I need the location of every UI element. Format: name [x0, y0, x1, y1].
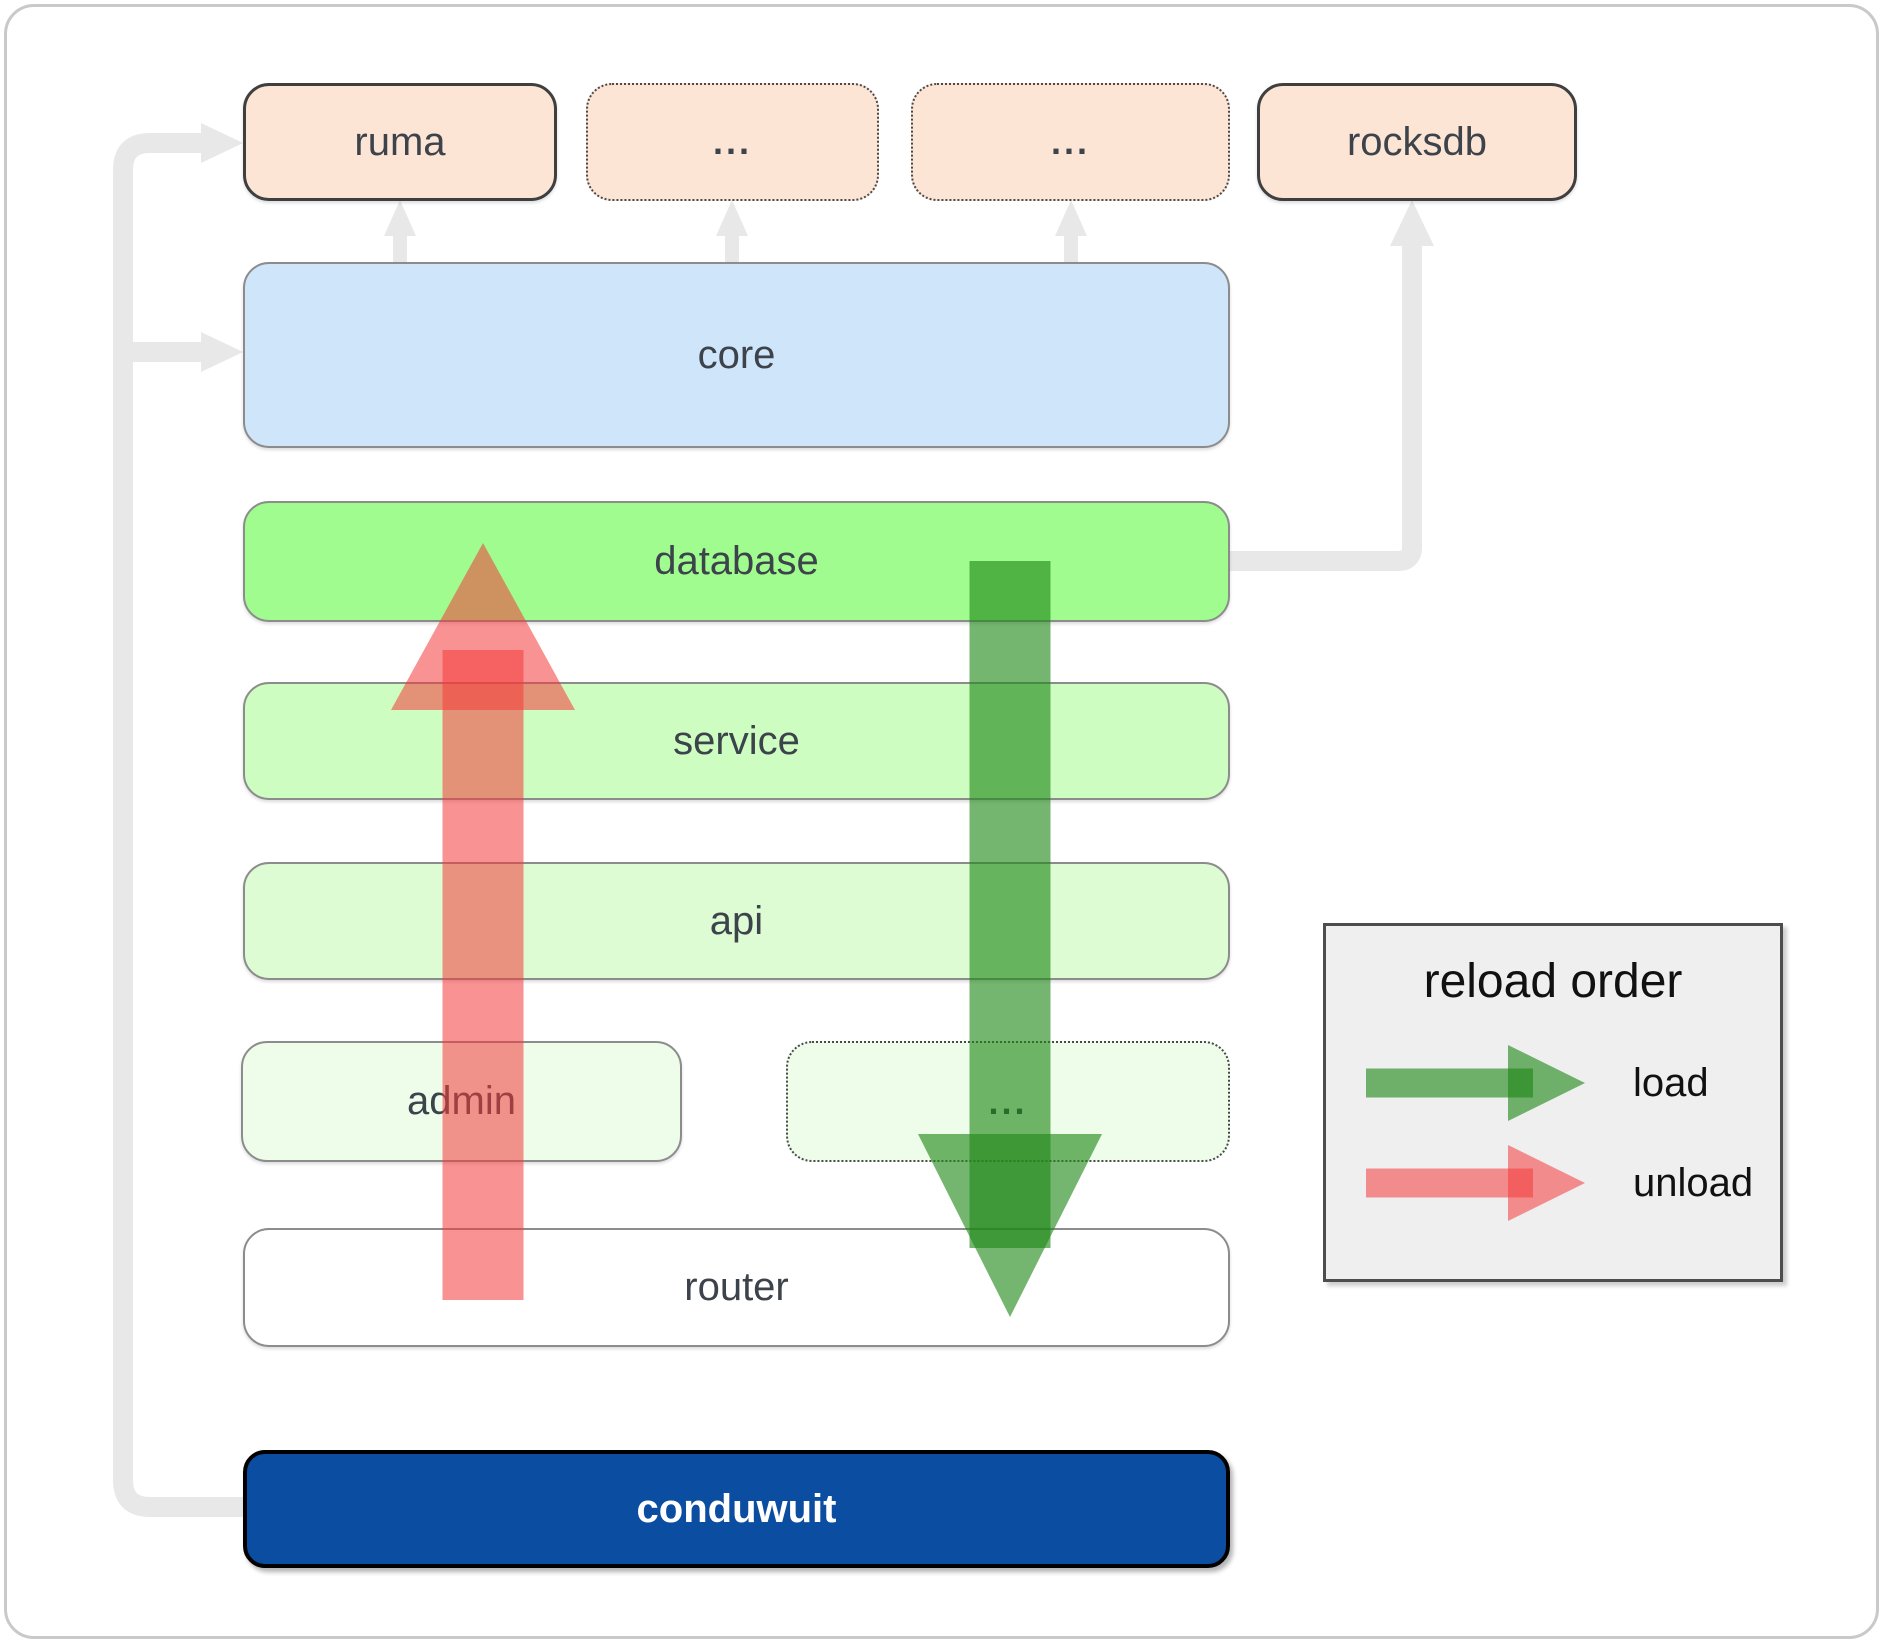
node-api: api — [243, 862, 1230, 980]
node-service-label: service — [673, 718, 800, 763]
node-router: router — [243, 1228, 1230, 1347]
load-arrow-icon — [1366, 1045, 1585, 1121]
arrowhead-to-core — [201, 332, 243, 372]
node-external-2: ... — [911, 83, 1230, 201]
node-external-2-label: ... — [1050, 121, 1090, 162]
arrowhead-core-ext2 — [1055, 200, 1087, 236]
node-admin: admin — [241, 1041, 682, 1162]
node-api-label: api — [709, 898, 764, 943]
node-admin-label: admin — [407, 1079, 516, 1123]
node-core: core — [243, 262, 1230, 448]
node-external-3-label: ... — [988, 1080, 1028, 1122]
node-conduwuit: conduwuit — [243, 1450, 1230, 1568]
legend-title: reload order — [1423, 955, 1683, 1008]
node-external-3: ... — [786, 1041, 1230, 1162]
legend-row-unload: unload — [1361, 1138, 1753, 1228]
node-service: service — [243, 682, 1230, 800]
node-conduwuit-label: conduwuit — [636, 1486, 837, 1531]
legend: reload order load unload — [1323, 923, 1783, 1282]
node-external-1: ... — [586, 83, 879, 201]
connector-database-rocksdb — [1230, 244, 1422, 571]
arrowhead-core-ext1 — [716, 200, 748, 236]
unload-arrow-icon — [1366, 1145, 1585, 1221]
legend-row-load: load — [1361, 1038, 1709, 1128]
arrowhead-to-ruma — [201, 123, 243, 163]
node-database-label: database — [654, 539, 819, 583]
node-core-label: core — [697, 332, 776, 377]
node-router-label: router — [684, 1265, 789, 1309]
node-ruma-label: ruma — [354, 119, 446, 164]
node-external-1-label: ... — [712, 121, 752, 162]
outer-border — [4, 4, 1879, 1639]
legend-unload-label: unload — [1633, 1160, 1754, 1205]
connector-conduwuit-spine — [113, 133, 243, 1517]
legend-load-label: load — [1633, 1060, 1709, 1105]
node-rocksdb: rocksdb — [1257, 83, 1577, 201]
arrowhead-to-rocksdb — [1390, 200, 1434, 246]
node-ruma: ruma — [243, 83, 557, 201]
node-rocksdb-label: rocksdb — [1346, 119, 1488, 164]
node-database: database — [243, 501, 1230, 622]
arrowhead-core-ruma — [384, 200, 416, 236]
